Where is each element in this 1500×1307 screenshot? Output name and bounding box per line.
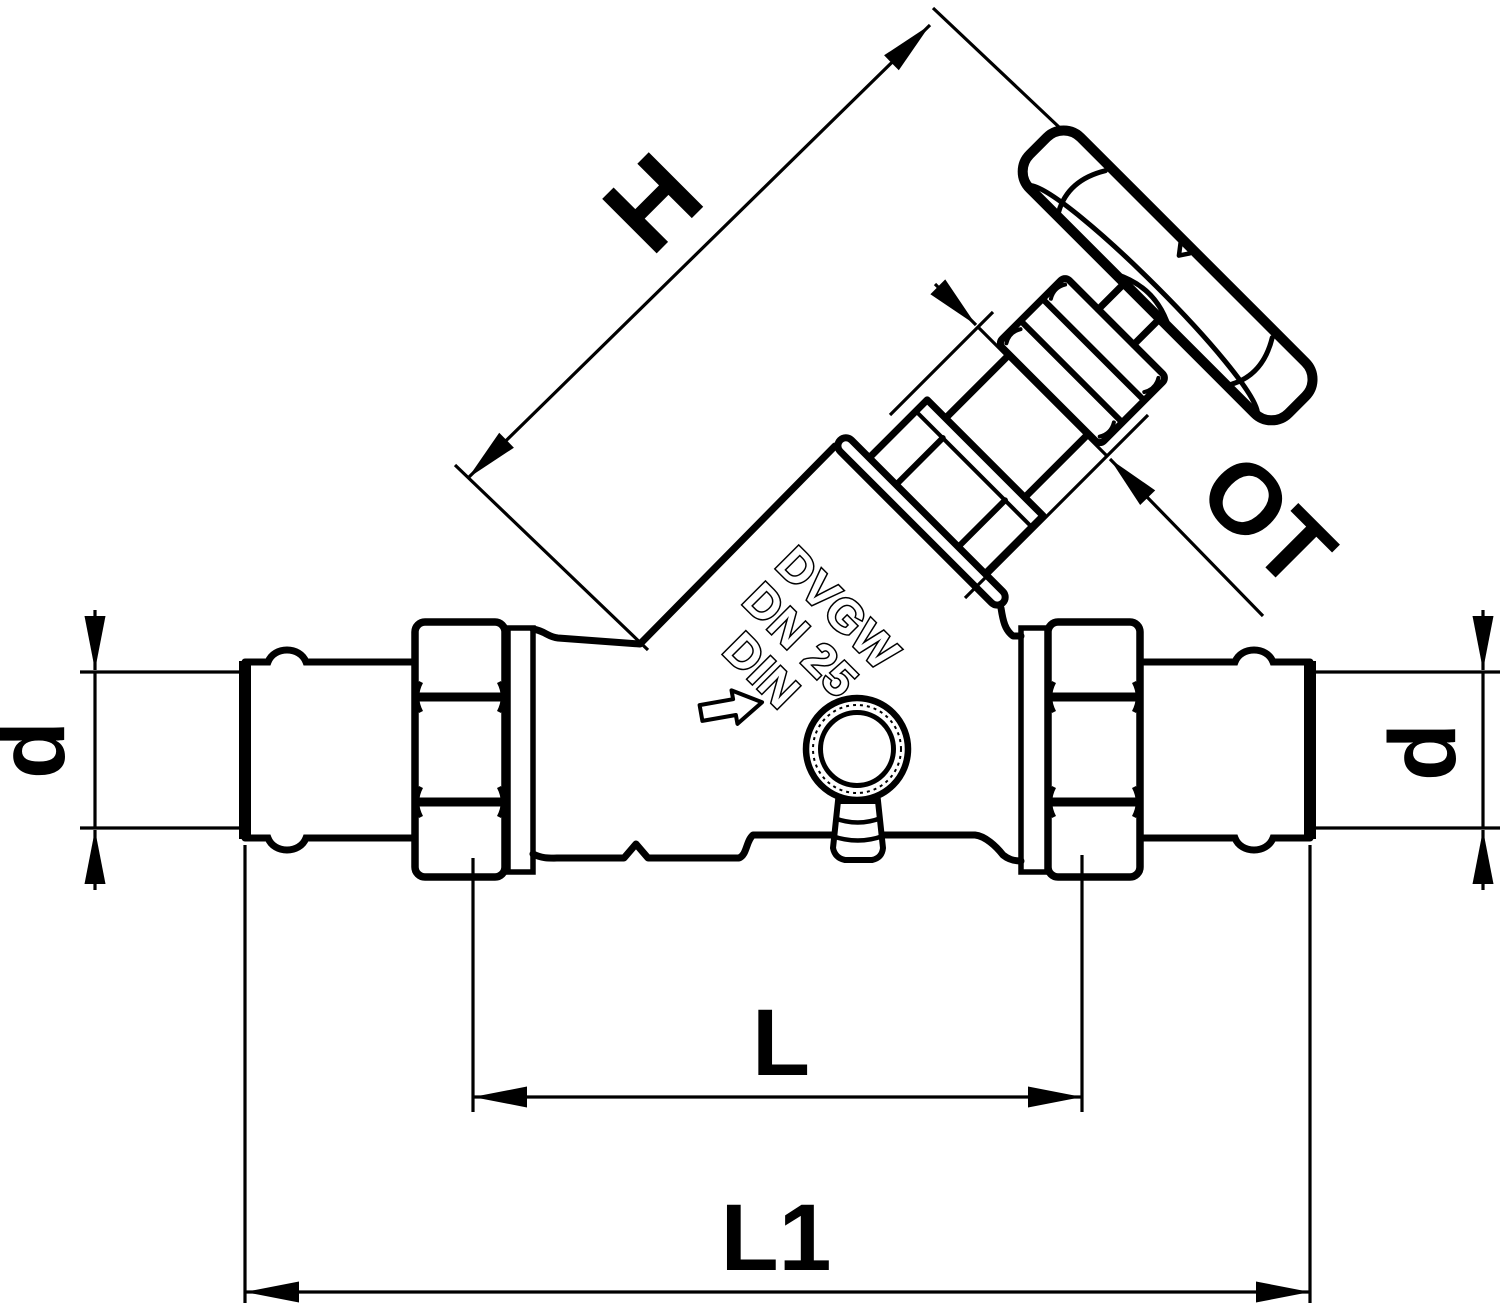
left-press-pipe-end (239, 646, 419, 854)
left-union-nut (411, 618, 509, 881)
flow-direction-arrow-icon (697, 688, 765, 726)
bonnet-and-stem-assembly (834, 125, 1318, 609)
drain-spout (829, 798, 887, 863)
dimension-L1 (243, 845, 1312, 1303)
drain-port (802, 694, 912, 863)
valve-body (529, 442, 1025, 865)
dimension-H (453, 6, 1062, 652)
right-press-pipe-end (1136, 646, 1316, 854)
label-L: L (752, 990, 810, 1096)
label-L1: L1 (721, 1185, 832, 1291)
dimension-OT (888, 279, 1265, 618)
dimension-L (471, 855, 1084, 1112)
dimension-lines (80, 6, 1500, 1303)
right-union-nut (1044, 618, 1144, 881)
dimension-d-left (80, 610, 245, 890)
label-d-right: d (1370, 723, 1476, 781)
label-d-left: d (0, 721, 85, 779)
right-washer (1018, 625, 1050, 875)
label-OT: OT (1178, 432, 1355, 609)
left-washer (505, 625, 536, 875)
dimension-d-right (1312, 610, 1500, 890)
handwheel (1017, 125, 1318, 426)
label-H: H (580, 130, 726, 276)
